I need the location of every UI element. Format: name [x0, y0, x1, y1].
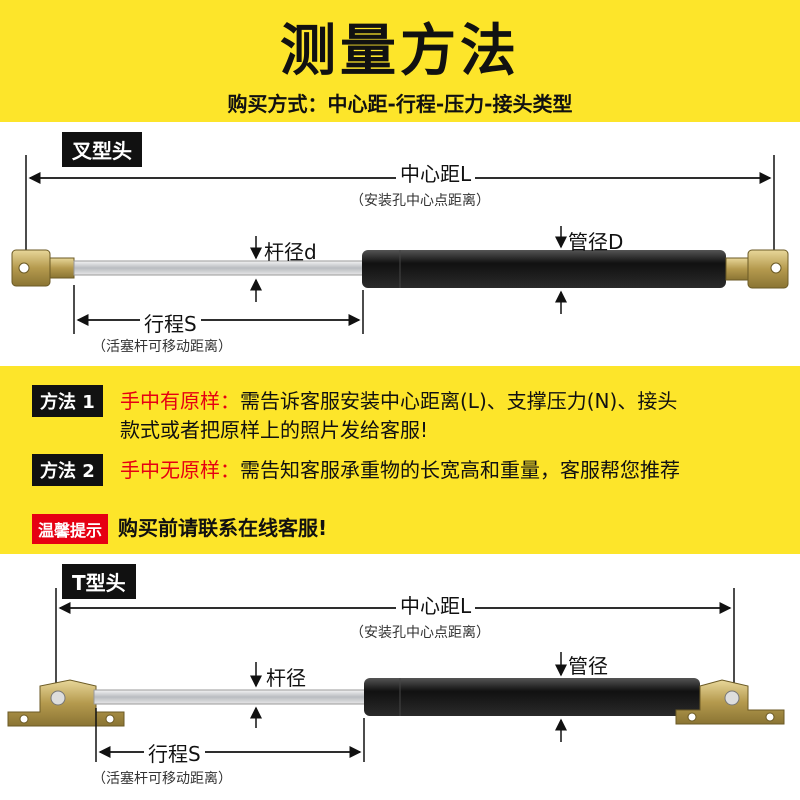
method2-line: 需告知客服承重物的长宽高和重量，客服帮您推荐: [240, 458, 680, 482]
warning-tag: 温馨提示: [32, 514, 109, 544]
fork-stroke-label: 行程S: [140, 308, 201, 337]
page-subtitle: 购买方式：中心距-行程-压力-接头类型: [227, 92, 573, 116]
method2-text: 手中无原样：需告知客服承重物的长宽高和重量，客服帮您推荐: [120, 454, 680, 483]
warning-text: 购买前请联系在线客服!: [118, 516, 328, 540]
method1-line1: 需告诉客服安装中心距离(L)、支撑压力(N)、接头: [240, 389, 678, 413]
t-center-label: 中心距L: [396, 590, 476, 619]
t-rod-label: 杆径: [266, 666, 306, 690]
header-band: [0, 0, 800, 122]
method1-line2: 款式或者把原样上的照片发给客服!: [120, 418, 429, 442]
fork-rod-label: 杆径d: [264, 240, 317, 264]
fork-spring: [11, 155, 789, 334]
methods-band: [0, 366, 800, 554]
method1-text: 手中有原样：需告诉客服安装中心距离(L)、支撑压力(N)、接头: [120, 385, 677, 414]
method2-key: 手中无原样：: [120, 458, 240, 482]
t-tube-label: 管径: [568, 654, 608, 678]
fork-head-tag: 叉型头: [62, 132, 142, 167]
page-title: 测量方法: [280, 19, 520, 84]
fork-center-note: （安装孔中心点距离）: [350, 193, 490, 209]
method2-tag: 方法 2: [32, 454, 103, 486]
fork-tube-label: 管径D: [568, 230, 624, 254]
t-head-tag: T型头: [62, 564, 136, 599]
method1-tag: 方法 1: [32, 385, 103, 417]
t-center-note: （安装孔中心点距离）: [350, 625, 490, 641]
t-spring: [7, 588, 785, 762]
method1-key: 手中有原样：: [120, 389, 240, 413]
fork-center-label: 中心距L: [396, 158, 476, 187]
t-stroke-label: 行程S: [144, 738, 205, 767]
fork-stroke-note: （活塞杆可移动距离）: [92, 339, 232, 355]
t-stroke-note: （活塞杆可移动距离）: [92, 771, 232, 787]
